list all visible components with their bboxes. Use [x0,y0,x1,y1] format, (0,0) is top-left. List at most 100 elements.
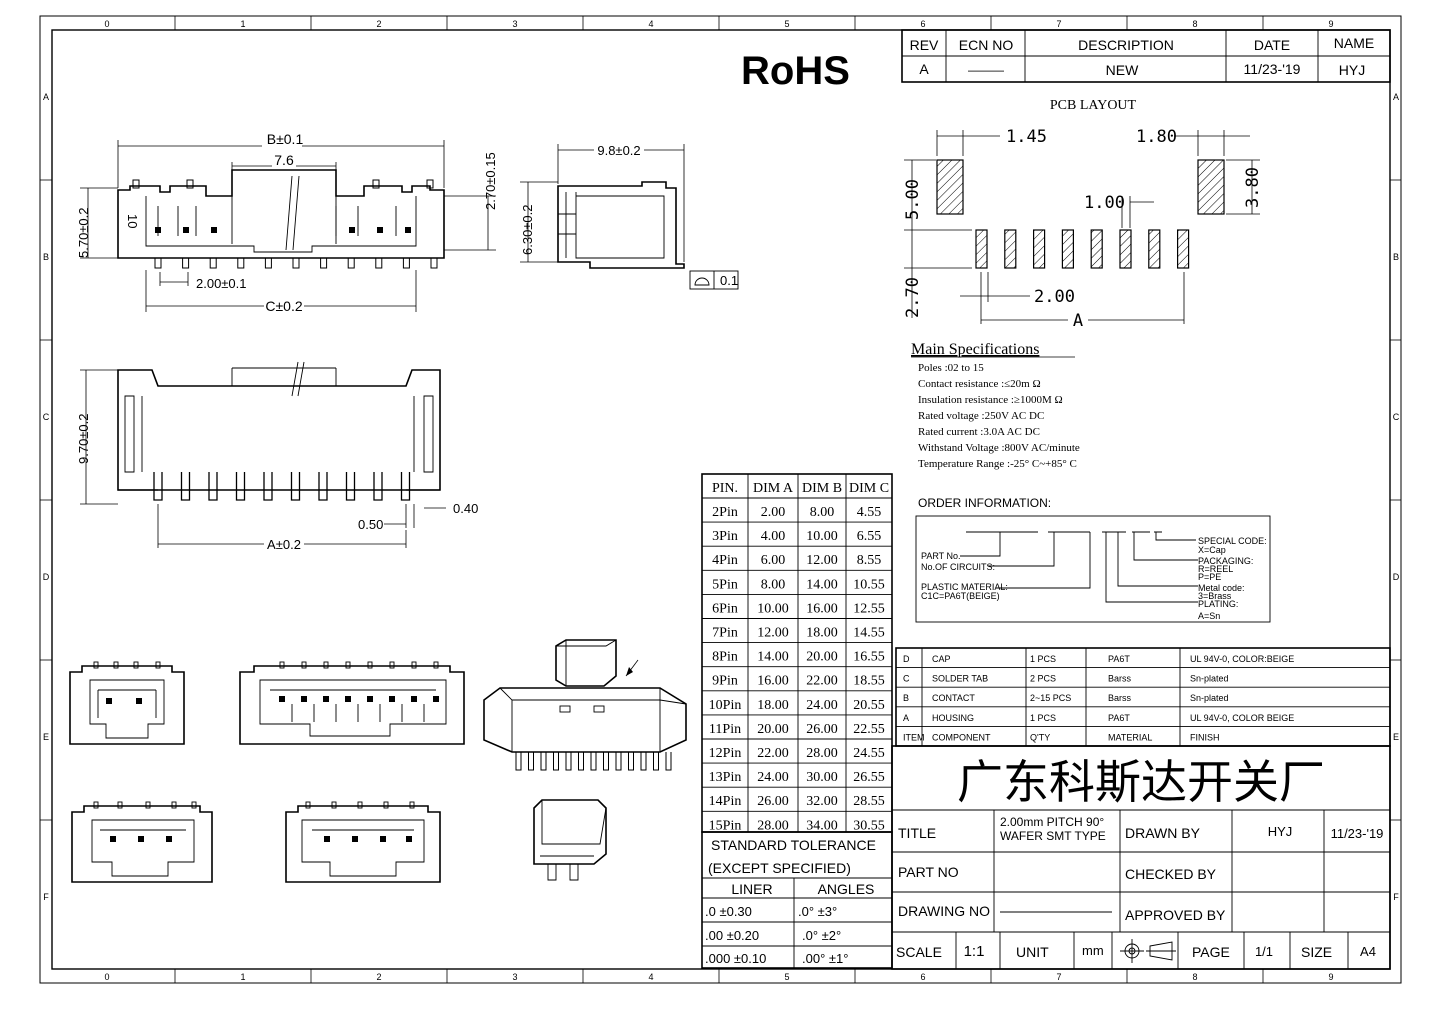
dim-table-cell: 24.00 [757,770,789,785]
spec-line: Contact resistance :≤20m Ω [918,378,1041,390]
top-pin-foot [375,257,383,269]
small-view-contact [367,696,373,702]
order-right-label: P=PE [1198,572,1221,582]
dim-pitch: 2.00±0.1 [196,276,247,291]
checked-by-label: CHECKED BY [1125,866,1217,882]
bom-cell: Barss [1108,693,1132,703]
small-view-contact [345,696,351,702]
iso-pin [615,752,622,771]
top-contact [377,227,383,233]
page-value: 1/1 [1255,944,1273,959]
ruler-col-bottom: 0 [104,972,109,982]
dim-table-cell: 3Pin [712,529,738,544]
front-view: 9.70±0.2 0.40 0.50 A±0.2 [76,361,478,552]
iso-pin [540,752,547,771]
front-pin [318,472,328,501]
tol-liner-1: .0 ±0.30 [705,904,752,919]
dim-table-cell: 22.55 [853,722,885,737]
name-header: NAME [1334,35,1374,51]
tol-angle-2: .0° ±2° [802,928,841,943]
dim-table-cell: 14.00 [757,650,789,665]
dim-9-8: 9.8±0.2 [597,143,640,158]
view-3pin [71,801,213,883]
top-latch [372,179,380,189]
dim-table-cell: 11Pin [709,722,741,737]
view-2pin [69,661,185,745]
rohs-mark: RoHS [741,49,850,93]
dim-6-30: 6.30±0.2 [520,204,535,255]
flatness-icon [694,277,710,286]
ruler-col-bottom: 4 [648,972,653,982]
dim-table-header: DIM A [753,481,794,496]
ruler-col-bottom: 6 [920,972,925,982]
iso-pin [603,752,609,771]
top-contact [211,227,217,233]
front-pin [263,472,273,501]
dim-table-cell: 14.55 [853,626,885,641]
dim-table-cell: 9Pin [712,674,738,689]
pcb-pad [1061,229,1075,269]
rev-header: REV [910,37,939,53]
bom-cell: PA6T [1108,713,1130,723]
unit-value: mm [1082,943,1104,958]
iso-pin [565,752,572,771]
bom-header-cell: ITEM [903,732,925,742]
ruler-row-right: A [1393,92,1399,102]
dim-table-cell: 8Pin [712,650,738,665]
small-view-contact [389,696,395,702]
bom-header-cell: MATERIAL [1108,732,1152,742]
dim-table-cell: 16.00 [757,674,789,689]
order-right-label: PLATING: [1198,599,1238,609]
order-right-label: Metal code: [1198,583,1245,593]
tol-title-1: STANDARD TOLERANCE [711,837,876,853]
ruler-row-right: E [1393,732,1399,742]
bom-cell: HOUSING [932,713,974,723]
ruler-row-left: A [43,92,49,102]
ruler-col-bottom: 3 [512,972,517,982]
spec-line: Temperature Range :-25° C~+85° C [918,458,1077,470]
date-value: 11/23-'19 [1244,61,1301,77]
tol-liner-header: LINER [731,881,772,897]
dim-table-cell: 4Pin [712,553,738,568]
ruler-col-top: 7 [1056,19,1061,29]
top-pin-foot [264,257,272,269]
top-contact [183,227,189,233]
top-view: 10 B±0.1 7.6 5.70±0.2 2.70±0.15 2.00±0.1… [76,131,498,314]
ruler-row-right: C [1393,412,1400,422]
pcb-layout-title: PCB LAYOUT [1050,98,1137,113]
top-contact [349,227,355,233]
dim-0-40: 0.40 [453,501,478,516]
standard-tolerance: STANDARD TOLERANCE (EXCEPT SPECIFIED) LI… [701,831,893,969]
top-pin-foot [320,257,328,269]
tol-liner-3: .000 ±0.10 [705,951,766,966]
description-value: NEW [1106,62,1139,78]
projection-symbol-icon [1120,939,1176,963]
top-pin-foot [292,257,300,269]
bom-cell: Sn-plated [1190,674,1229,684]
dim-table-cell: 2.00 [761,505,786,520]
dim-table-cell: 28.00 [806,746,838,761]
dim-table-cell: 12.00 [806,553,838,568]
date-header: DATE [1254,37,1290,53]
top-contact [155,227,161,233]
iso-pin [578,752,584,771]
ruler-row-right: D [1393,572,1400,582]
dim-table-cell: 10.00 [757,601,789,616]
dim-table-cell: 6.00 [761,553,786,568]
dim-a: A±0.2 [267,537,301,552]
ruler-col-top: 8 [1192,19,1197,29]
order-left-label: No.OF CIRCUITS: [921,562,995,572]
ruler-row-left: D [43,572,50,582]
iso-pin [515,752,522,771]
dim-table-cell: 24.00 [806,698,838,713]
view-5pin [285,801,441,883]
drawn-by-label: DRAWN BY [1125,825,1201,841]
top-pin-foot [402,257,410,269]
page-label: PAGE [1192,944,1230,960]
pcb-dim-1-80: 1.80 [1136,127,1177,147]
drawn-by-date: 11/23-'19 [1331,826,1384,841]
dim-table-header: PIN. [712,481,738,496]
size-value: A4 [1360,944,1376,959]
